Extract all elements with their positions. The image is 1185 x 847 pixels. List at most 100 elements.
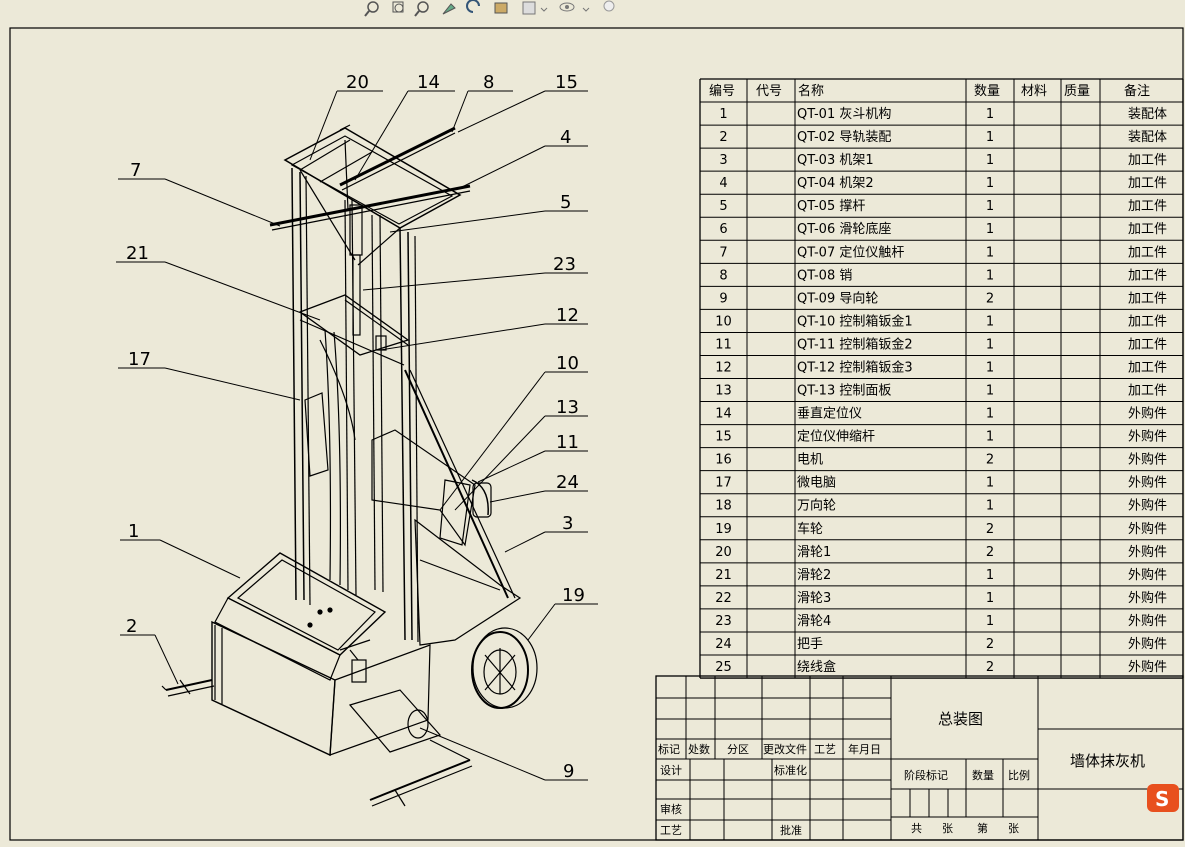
bom-cell-name: 万向轮 xyxy=(797,498,836,514)
bom-cell-note: 外购件 xyxy=(1128,429,1167,445)
bom-cell-qty: 1 xyxy=(986,591,994,606)
machine-drawing xyxy=(161,124,538,807)
bom-cell-no: 3 xyxy=(719,153,727,168)
bom-cell-note: 装配体 xyxy=(1128,107,1167,122)
rev-zone-label: 分区 xyxy=(727,743,749,756)
bom-header-cell: 材料 xyxy=(1021,84,1047,99)
rev-process-label: 工艺 xyxy=(814,743,836,756)
bom-header-cell: 备注 xyxy=(1124,83,1150,99)
bom-cell-no: 19 xyxy=(715,522,732,537)
product-name: 墙体抹灰机 xyxy=(1070,752,1145,770)
lighting-icon[interactable] xyxy=(603,0,615,12)
hide-show-icon[interactable] xyxy=(559,2,590,12)
bom-cell-note: 外购件 xyxy=(1128,567,1167,583)
bom-cell-no: 12 xyxy=(715,360,732,375)
bom-cell-no: 17 xyxy=(715,476,732,491)
bom-cell-no: 24 xyxy=(715,637,732,652)
balloon: 17 xyxy=(128,349,151,370)
balloon-labels: 20 14 8 15 4 7 5 21 23 12 17 10 13 11 24… xyxy=(126,72,585,782)
balloon: 8 xyxy=(483,72,494,93)
balloon: 21 xyxy=(126,243,149,264)
bom-cell-qty: 1 xyxy=(986,245,994,260)
title-block xyxy=(655,675,1184,841)
design-label: 设计 xyxy=(660,764,682,777)
weight-label: 数量 xyxy=(972,769,994,782)
balloon: 12 xyxy=(556,305,579,326)
bom-cell-qty: 2 xyxy=(986,660,994,675)
bom-cell-no: 13 xyxy=(715,384,732,399)
bom-cell-name: 车轮 xyxy=(797,521,823,537)
bom-cell-name: QT-01 灰斗机构 xyxy=(797,107,891,122)
bom-header-cell: 数量 xyxy=(974,84,1000,99)
pan-icon[interactable] xyxy=(442,3,456,15)
bom-cell-note: 装配体 xyxy=(1128,130,1167,145)
section-view-icon[interactable] xyxy=(494,2,508,14)
bom-cell-note: 外购件 xyxy=(1128,590,1167,606)
bom-cell-name: 定位仪伸缩杆 xyxy=(797,429,875,445)
bom-cell-no: 4 xyxy=(719,176,727,191)
stage-label: 阶段标记 xyxy=(904,768,948,782)
bom-cell-name: QT-11 控制箱钣金2 xyxy=(797,336,913,352)
bom-cell-name: 电机 xyxy=(797,453,823,468)
balloon: 10 xyxy=(556,353,579,374)
bom-cell-note: 加工件 xyxy=(1128,314,1167,329)
bom-header-cell: 代号 xyxy=(756,84,782,99)
bom-cell-qty: 1 xyxy=(986,130,994,145)
zoom-in-out-icon[interactable] xyxy=(414,1,429,17)
display-style-icon[interactable] xyxy=(522,1,548,15)
bom-cell-no: 8 xyxy=(719,268,727,283)
bom-cell-note: 外购件 xyxy=(1128,406,1167,422)
bom-cell-qty: 1 xyxy=(986,314,994,329)
balloon: 5 xyxy=(560,192,571,213)
balloon: 19 xyxy=(562,585,585,606)
title-block-text: 标记 处数 分区 更改文件 工艺 年月日 设计 标准化 审核 工艺 批准 总装图… xyxy=(658,710,1145,837)
bom-cell-name: QT-04 机架2 xyxy=(797,176,874,191)
balloon: 2 xyxy=(126,616,137,637)
bom-cell-note: 加工件 xyxy=(1128,384,1167,399)
bom-cell-qty: 1 xyxy=(986,107,994,122)
bom-cell-qty: 2 xyxy=(986,545,994,560)
bom-cell-no: 7 xyxy=(719,245,727,260)
bom-cell-name: QT-02 导轨装配 xyxy=(797,130,891,145)
bom-cell-name: 垂直定位仪 xyxy=(797,407,862,422)
bom-cell-no: 10 xyxy=(715,314,732,329)
bom-cell-name: 滑轮1 xyxy=(797,545,831,560)
bom-cell-qty: 1 xyxy=(986,499,994,514)
sheets-total-b: 张 xyxy=(942,822,953,835)
bom-cell-no: 5 xyxy=(719,199,727,214)
bom-cell-qty: 1 xyxy=(986,153,994,168)
balloon: 11 xyxy=(556,432,579,453)
bom-cell-qty: 1 xyxy=(986,360,994,375)
bom-cell-qty: 2 xyxy=(986,522,994,537)
balloon: 4 xyxy=(560,127,571,148)
balloon: 3 xyxy=(562,513,573,534)
balloon: 20 xyxy=(346,72,369,93)
view-toolbar xyxy=(364,0,615,17)
zoom-area-icon[interactable] xyxy=(392,1,404,13)
bom-cell-note: 加工件 xyxy=(1128,360,1167,375)
bom-cell-qty: 1 xyxy=(986,568,994,583)
bom-cell-note: 外购件 xyxy=(1128,613,1167,629)
bom-cell-no: 20 xyxy=(715,545,732,560)
bom-cell-name: 滑轮3 xyxy=(797,591,831,606)
scale-label: 比例 xyxy=(1008,768,1030,782)
bom-cell-note: 加工件 xyxy=(1128,176,1167,191)
process-label: 工艺 xyxy=(660,824,682,837)
rotate-icon[interactable] xyxy=(466,0,480,13)
bom-cell-qty: 1 xyxy=(986,430,994,445)
bom-cell-name: QT-08 销 xyxy=(797,268,852,283)
bom-cell-qty: 1 xyxy=(986,176,994,191)
bom-cell-no: 25 xyxy=(715,660,732,675)
balloon: 23 xyxy=(553,254,576,275)
balloon: 9 xyxy=(563,761,574,782)
bom-cell-no: 2 xyxy=(719,130,727,145)
bom-cell-no: 6 xyxy=(719,222,727,237)
zoom-fit-icon[interactable] xyxy=(364,1,379,17)
leader-lines xyxy=(116,90,598,781)
bom-cell-qty: 1 xyxy=(986,407,994,422)
bom-cell-note: 加工件 xyxy=(1128,153,1167,168)
bom-cell-note: 外购件 xyxy=(1128,636,1167,652)
bom-cell-name: QT-13 控制面板 xyxy=(797,384,891,399)
bom-cell-name: QT-12 控制箱钣金3 xyxy=(797,359,913,375)
